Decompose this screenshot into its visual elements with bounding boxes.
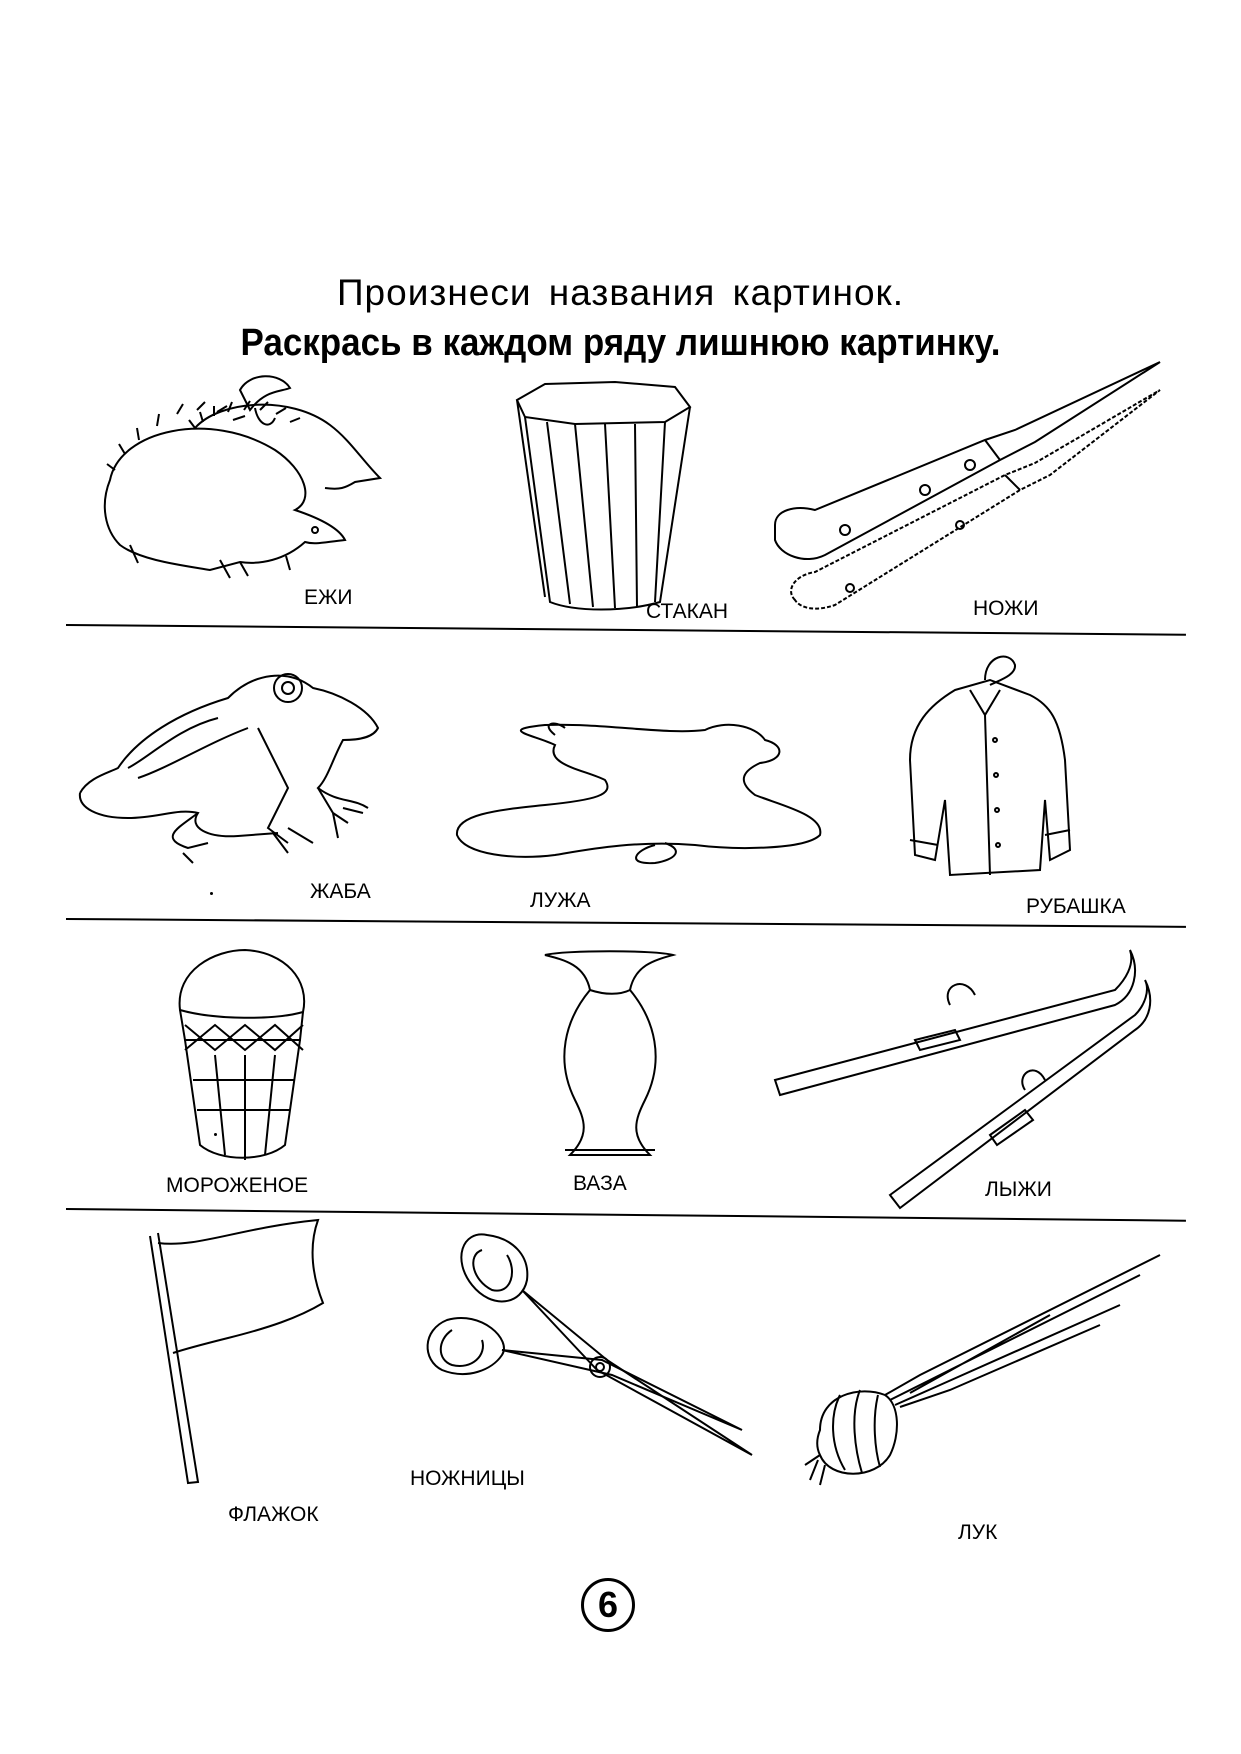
item-label-puddle: ЛУЖА <box>530 889 591 912</box>
skis-icon[interactable] <box>775 950 1145 1210</box>
item-label-flag: ФЛАЖОК <box>228 1503 319 1526</box>
item-label-onion: ЛУК <box>958 1521 998 1544</box>
scissors-icon[interactable] <box>422 1230 762 1470</box>
speck <box>210 892 213 895</box>
hedgehogs-icon[interactable] <box>100 370 390 595</box>
onion-icon[interactable] <box>800 1255 1160 1495</box>
vase-icon[interactable] <box>545 950 675 1165</box>
ice-cream-icon[interactable] <box>175 950 310 1165</box>
page-number: 6 <box>581 1578 635 1632</box>
instruction-line-2: Раскрась в каждом ряду лишнюю картинку. <box>240 322 1001 364</box>
item-label-toad: ЖАБА <box>310 880 371 903</box>
item-label-vase: ВАЗА <box>573 1172 627 1195</box>
row-divider-1 <box>65 624 1186 636</box>
glass-icon[interactable] <box>515 382 695 612</box>
knives-icon[interactable] <box>775 360 1165 610</box>
item-label-scissors: НОЖНИЦЫ <box>410 1467 525 1490</box>
item-label-ice-cream: МОРОЖЕНОЕ <box>166 1174 309 1197</box>
puddle-icon[interactable] <box>455 725 825 870</box>
toad-icon[interactable] <box>78 668 388 878</box>
shirt-icon[interactable] <box>890 650 1075 885</box>
item-label-shirt: РУБАШКА <box>1026 895 1126 918</box>
item-label-skis: ЛЫЖИ <box>985 1178 1052 1201</box>
item-label-hedgehogs: ЕЖИ <box>304 586 353 609</box>
item-label-knives: НОЖИ <box>973 597 1039 620</box>
row-divider-2 <box>65 918 1186 928</box>
instruction-line-1: Произнеси названия картинок. <box>336 272 905 313</box>
flag-icon[interactable] <box>148 1218 323 1488</box>
speck <box>214 1133 217 1136</box>
item-label-glass: СТАКАН <box>646 600 729 623</box>
